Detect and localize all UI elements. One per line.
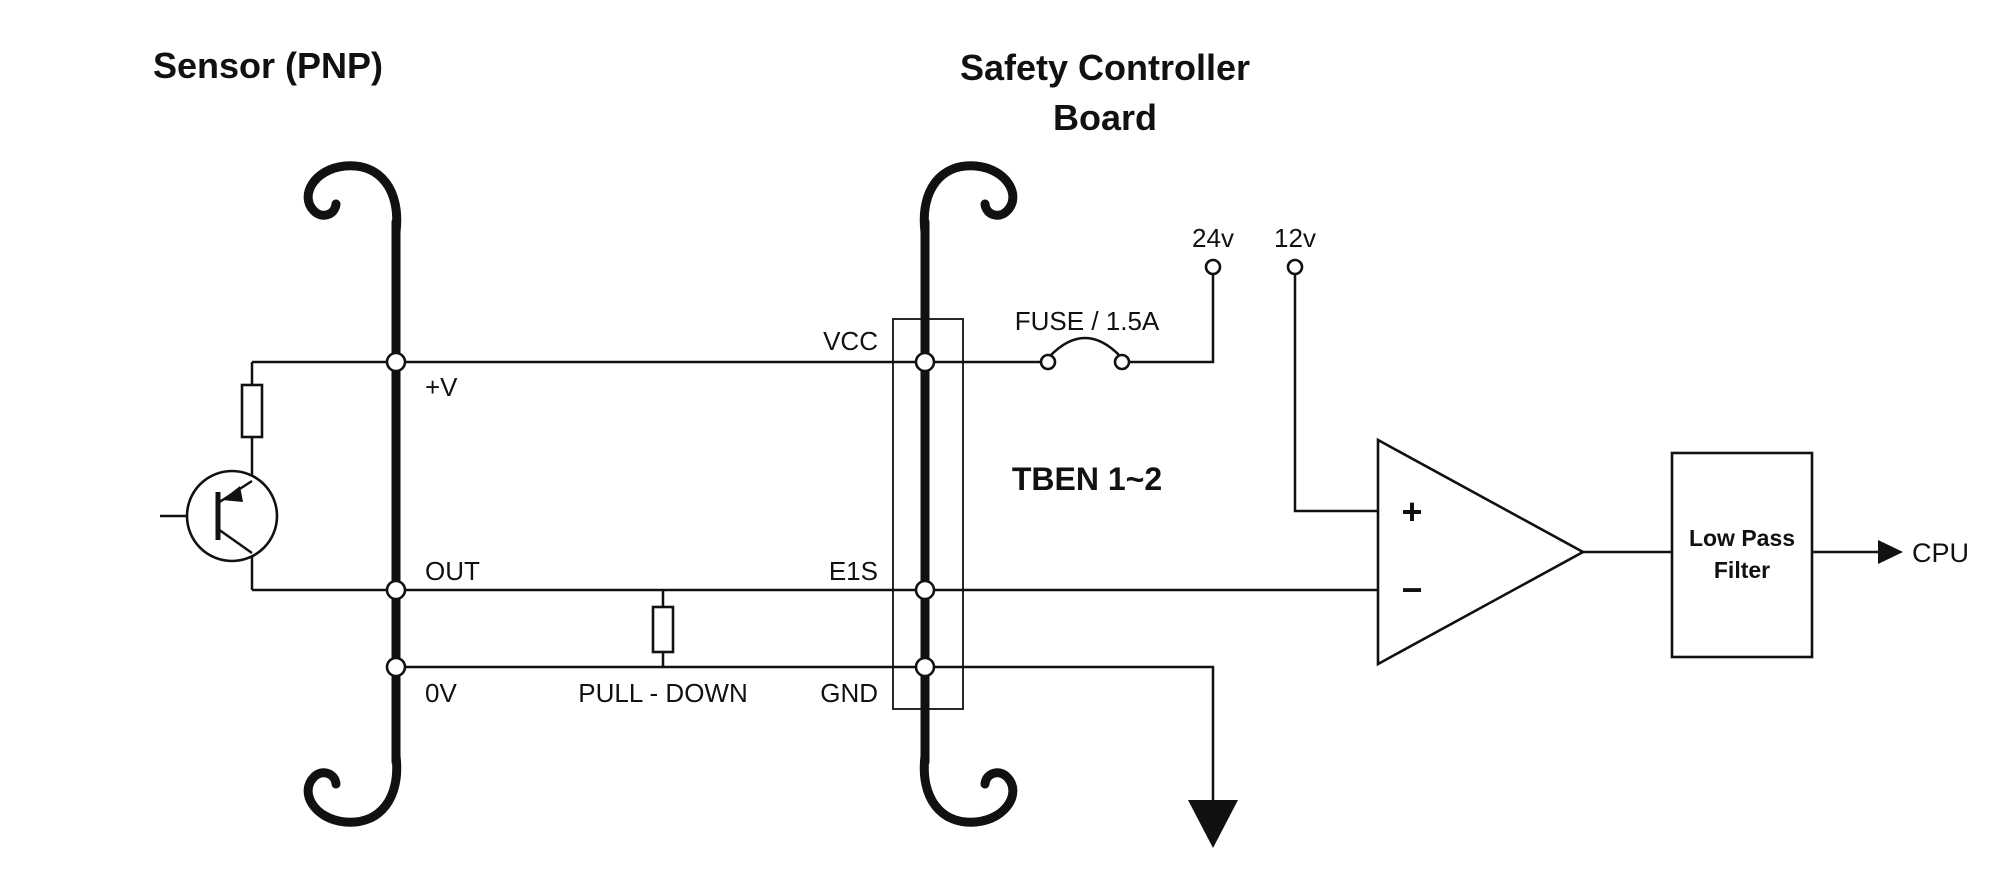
transistor-arrow xyxy=(222,486,243,502)
sensor-resistor xyxy=(240,383,264,439)
junction-sensor-plus-v xyxy=(385,351,407,373)
fuse-to-24v-wire xyxy=(1129,274,1215,364)
transistor-circle xyxy=(185,469,279,563)
opamp-triangle xyxy=(1376,437,1586,667)
sensor-cable xyxy=(303,161,402,827)
opamp-minus-sign: − xyxy=(1401,569,1422,610)
terminal-12v xyxy=(1286,258,1304,276)
label-12v: 12v xyxy=(1274,223,1316,253)
label-fuse: FUSE / 1.5A xyxy=(1015,306,1160,336)
label-vcc: VCC xyxy=(823,326,878,356)
controller-title-line1: Safety Controller xyxy=(960,47,1250,88)
pull-down-resistor xyxy=(651,605,675,654)
cpu-arrow xyxy=(1878,540,1903,564)
fuse-left-terminal xyxy=(1039,353,1057,371)
fuse-arc xyxy=(1049,336,1121,357)
low-pass-filter-label-line1: Low Pass xyxy=(1689,525,1795,551)
sensor-title: Sensor (PNP) xyxy=(153,45,383,86)
low-pass-filter-box xyxy=(1670,451,1814,659)
junction-sensor-out xyxy=(385,579,407,601)
board-cable-bottom-break xyxy=(919,751,1018,827)
board-cable-top-break xyxy=(919,161,1018,237)
12v-wire xyxy=(1293,274,1378,513)
transistor-collector-lead xyxy=(217,527,253,555)
terminal-24v xyxy=(1204,258,1222,276)
fuse-right-terminal xyxy=(1113,353,1131,371)
junction-board-e1s xyxy=(914,579,936,601)
wires xyxy=(160,274,1878,800)
junction-sensor-zero-v xyxy=(385,656,407,678)
terminal-block xyxy=(892,318,964,710)
junction-board-vcc xyxy=(914,351,936,373)
label-zero-v: 0V xyxy=(425,678,457,708)
sensor-cable-top-break xyxy=(303,161,402,237)
pnp-transistor xyxy=(185,469,279,563)
label-tben: TBEN 1~2 xyxy=(1012,461,1162,497)
label-pull-down: PULL - DOWN xyxy=(578,678,748,708)
low-pass-filter-label-line2: Filter xyxy=(1714,557,1770,583)
low-pass-filter: Low Pass Filter xyxy=(1670,451,1814,659)
ground-arrow xyxy=(1188,800,1238,848)
label-cpu: CPU xyxy=(1912,538,1969,568)
label-gnd: GND xyxy=(820,678,878,708)
board-cable xyxy=(919,161,1018,827)
opamp: + − xyxy=(1376,437,1586,667)
controller-title-line2: Board xyxy=(1053,97,1157,138)
junction-dots xyxy=(385,351,936,678)
label-plus-v: +V xyxy=(425,372,458,402)
gnd-wire xyxy=(396,665,1215,800)
label-24v: 24v xyxy=(1192,223,1234,253)
label-out: OUT xyxy=(425,556,480,586)
opamp-plus-sign: + xyxy=(1401,491,1422,532)
sensor-cable-bottom-break xyxy=(303,751,402,827)
fuse xyxy=(1039,336,1131,371)
junction-board-gnd xyxy=(914,656,936,678)
label-e1s: E1S xyxy=(829,556,878,586)
